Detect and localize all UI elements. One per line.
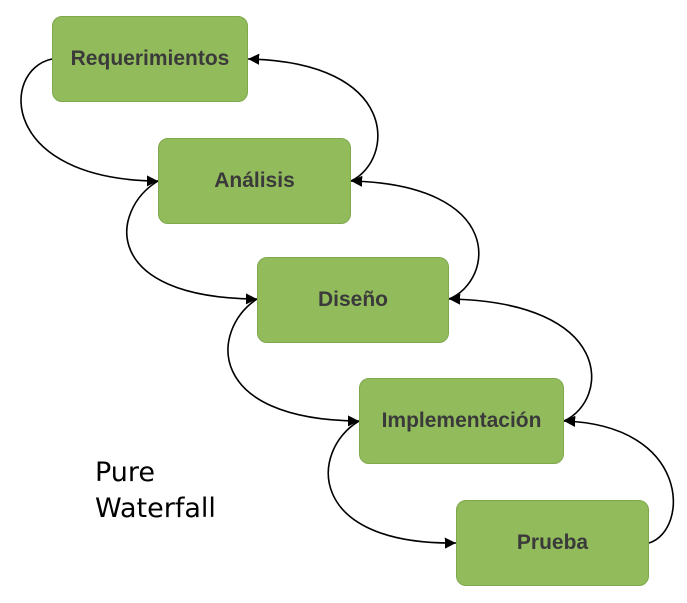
arrow-diseno-to-analisis [350,175,480,300]
arrow-diseno-to-implementacion [227,298,360,427]
arrow-analisis-to-requerimientos [247,53,379,182]
arrow-requerimientos-to-analisis [20,58,159,187]
stage-analisis: Análisis [158,138,351,224]
diagram-caption: Pure Waterfall [95,455,216,527]
stage-requerimientos: Requerimientos [52,16,248,102]
caption-line-1: Pure [95,457,156,488]
stage-label: Diseño [317,288,388,311]
caption-line-2: Waterfall [95,493,216,524]
stage-diseno: Diseño [257,257,449,343]
stage-prueba: Prueba [456,500,649,586]
stage-label: Requerimientos [70,47,230,70]
arrow-implementacion-to-prueba [327,420,457,549]
stage-implementacion: Implementación [359,378,564,464]
stage-label: Prueba [516,531,589,554]
arrow-implementacion-to-diseno [448,293,593,422]
stage-label: Implementación [381,409,542,432]
stage-label: Análisis [214,169,295,192]
arrow-prueba-to-implementacion [563,415,675,544]
arrow-analisis-to-diseno [126,180,258,305]
